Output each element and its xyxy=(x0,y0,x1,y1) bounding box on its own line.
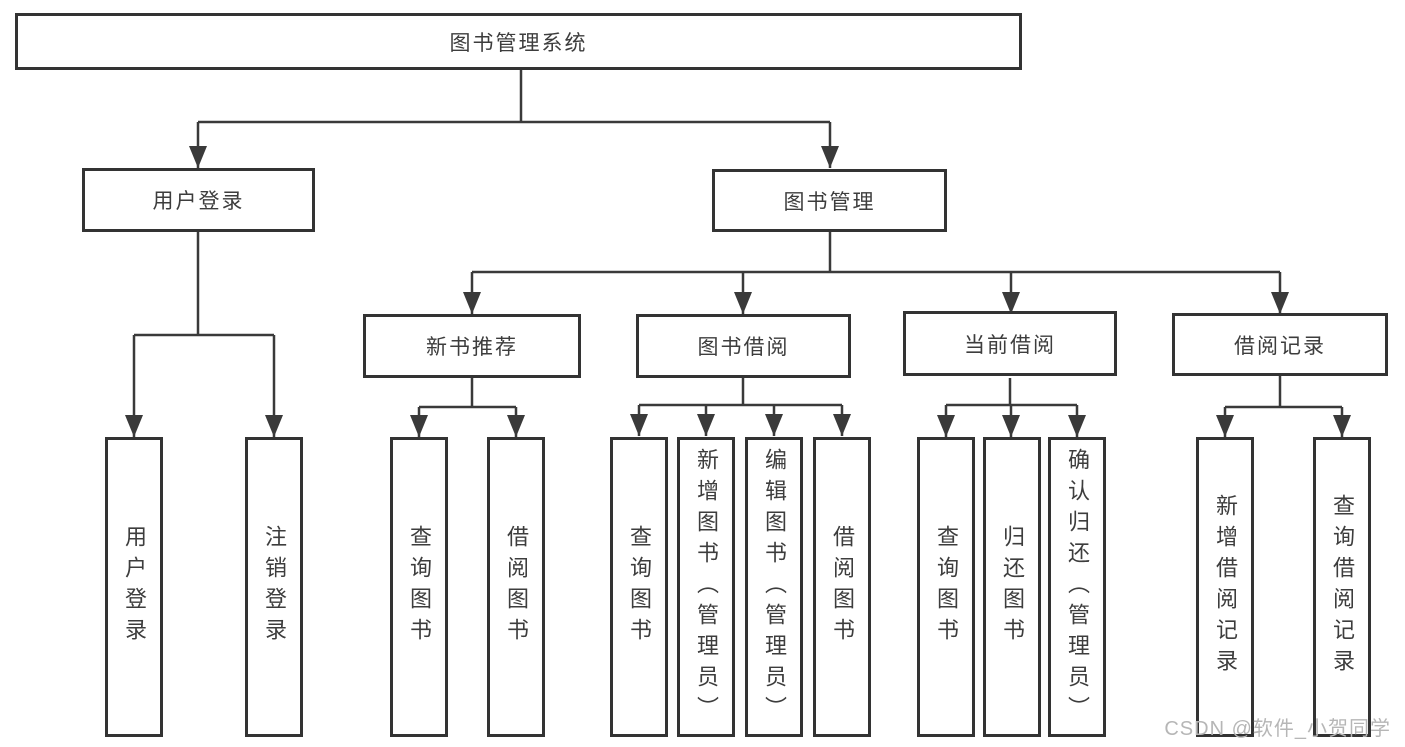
node-borrowing-records: 借阅记录 xyxy=(1172,313,1388,376)
node-edit-book-admin: 编辑图书（管理员） xyxy=(745,437,803,737)
node-logout-leaf: 注销登录 xyxy=(245,437,303,737)
node-query-books-recommend: 查询图书 xyxy=(390,437,448,737)
node-confirm-return-admin: 确认归还（管理员） xyxy=(1048,437,1106,737)
node-query-books-borrow: 查询图书 xyxy=(610,437,668,737)
node-query-books-current-label: 查询图书 xyxy=(934,525,959,649)
node-user-login-branch: 用户登录 xyxy=(82,168,315,232)
node-book-mgmt-branch-label: 图书管理 xyxy=(783,190,876,214)
arrowhead-icon xyxy=(410,415,525,437)
connector-line xyxy=(196,70,832,168)
connector-line xyxy=(132,232,276,437)
arrowhead-icon xyxy=(630,414,851,436)
node-logout-leaf-label: 注销登录 xyxy=(262,525,287,649)
node-confirm-return-admin-label: 确认归还（管理员） xyxy=(1065,447,1090,727)
node-query-borrow-record: 查询借阅记录 xyxy=(1313,437,1371,737)
node-query-books-current: 查询图书 xyxy=(917,437,975,737)
node-user-login-leaf-label: 用户登录 xyxy=(122,525,147,649)
arrowhead-icon xyxy=(463,292,1289,314)
node-current-borrowing-label: 当前借阅 xyxy=(964,333,1056,357)
node-query-borrow-record-label: 查询借阅记录 xyxy=(1330,494,1355,680)
node-add-book-admin-label: 新增图书（管理员） xyxy=(694,447,719,727)
node-borrow-books-recommend: 借阅图书 xyxy=(487,437,545,737)
connector-line xyxy=(944,378,1079,437)
connector-line xyxy=(470,232,1282,314)
node-borrow-books-borrow-label: 借阅图书 xyxy=(830,525,855,649)
node-query-books-borrow-label: 查询图书 xyxy=(627,525,652,649)
arrowhead-icon xyxy=(1216,415,1351,437)
connector-line xyxy=(637,378,844,436)
node-root: 图书管理系统 xyxy=(15,13,1022,70)
node-borrow-books-borrow: 借阅图书 xyxy=(813,437,871,737)
node-add-book-admin: 新增图书（管理员） xyxy=(677,437,735,737)
node-return-book-label: 归还图书 xyxy=(1000,525,1025,649)
node-new-book-recommend-label: 新书推荐 xyxy=(426,336,518,359)
node-root-label: 图书管理系统 xyxy=(449,31,588,55)
arrowhead-icon xyxy=(189,146,839,168)
connector-line xyxy=(417,378,518,437)
node-query-books-recommend-label: 查询图书 xyxy=(407,525,432,649)
arrowhead-icon xyxy=(937,415,1086,437)
node-add-borrow-record: 新增借阅记录 xyxy=(1196,437,1254,737)
node-borrow-books-recommend-label: 借阅图书 xyxy=(504,525,529,649)
node-borrowing-records-label: 借阅记录 xyxy=(1234,334,1326,358)
node-add-borrow-record-label: 新增借阅记录 xyxy=(1213,494,1238,680)
node-user-login-branch-label: 用户登录 xyxy=(152,190,245,213)
connector-line xyxy=(1223,376,1344,437)
node-edit-book-admin-label: 编辑图书（管理员） xyxy=(762,447,787,727)
node-return-book: 归还图书 xyxy=(983,437,1041,737)
node-book-mgmt-branch: 图书管理 xyxy=(712,169,947,232)
node-user-login-leaf: 用户登录 xyxy=(105,437,163,737)
watermark: CSDN @软件_小贺同学 xyxy=(1164,718,1391,740)
node-book-borrowing-label: 图书借阅 xyxy=(697,336,790,359)
node-new-book-recommend: 新书推荐 xyxy=(363,314,581,378)
node-book-borrowing: 图书借阅 xyxy=(636,314,851,378)
arrowhead-icon xyxy=(125,415,283,437)
node-current-borrowing: 当前借阅 xyxy=(903,311,1117,376)
